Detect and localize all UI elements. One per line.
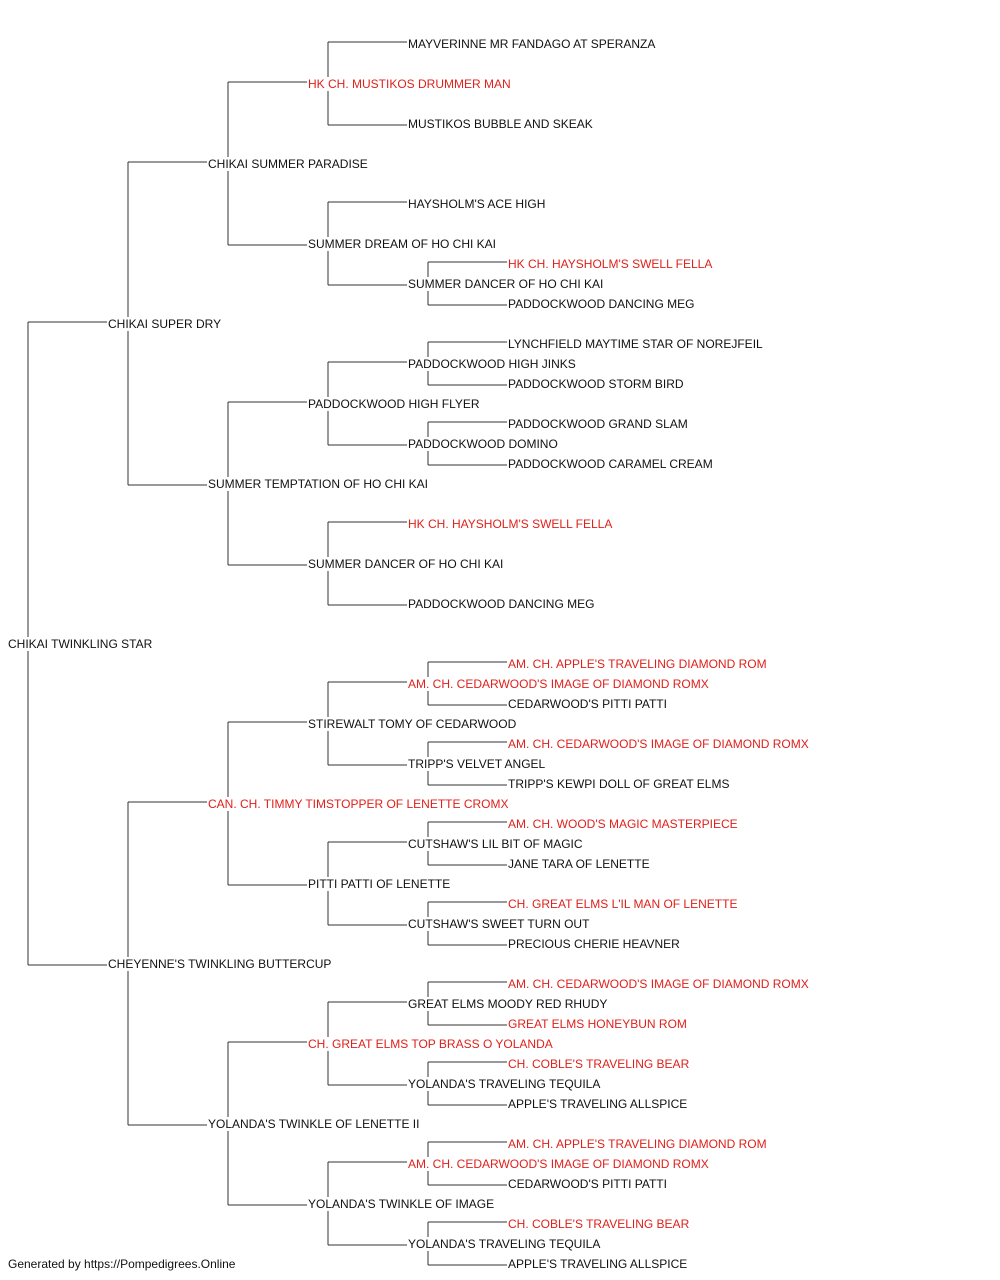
dog-name[interactable]: CH. COBLE'S TRAVELING BEAR bbox=[507, 1057, 691, 1071]
dog-name[interactable]: CHIKAI TWINKLING STAR bbox=[7, 637, 154, 651]
dog-name[interactable]: AM. CH. CEDARWOOD'S IMAGE OF DIAMOND ROM… bbox=[507, 977, 810, 991]
dog-name[interactable]: AM. CH. APPLE'S TRAVELING DIAMOND ROM bbox=[507, 657, 768, 671]
dog-name[interactable]: PADDOCKWOOD CARAMEL CREAM bbox=[507, 457, 714, 471]
dog-name[interactable]: HK CH. MUSTIKOS DRUMMER MAN bbox=[307, 77, 512, 91]
dog-name[interactable]: PADDOCKWOOD HIGH JINKS bbox=[407, 357, 577, 371]
dog-name[interactable]: PADDOCKWOOD GRAND SLAM bbox=[507, 417, 689, 431]
dog-name[interactable]: CHIKAI SUMMER PARADISE bbox=[207, 157, 369, 171]
dog-name[interactable]: CEDARWOOD'S PITTI PATTI bbox=[507, 697, 668, 711]
dog-name[interactable]: SUMMER DREAM OF HO CHI KAI bbox=[307, 237, 498, 251]
dog-name[interactable]: PADDOCKWOOD HIGH FLYER bbox=[307, 397, 481, 411]
dog-name[interactable]: MAYVERINNE MR FANDAGO AT SPERANZA bbox=[407, 37, 657, 51]
dog-name[interactable]: JANE TARA OF LENETTE bbox=[507, 857, 651, 871]
dog-name[interactable]: HK CH. HAYSHOLM'S SWELL FELLA bbox=[507, 257, 714, 271]
dog-name[interactable]: GREAT ELMS MOODY RED RHUDY bbox=[407, 997, 609, 1011]
dog-name[interactable]: CH. GREAT ELMS TOP BRASS O YOLANDA bbox=[307, 1037, 554, 1051]
dog-name[interactable]: CHIKAI SUPER DRY bbox=[107, 317, 223, 331]
generated-by-footer: Generated by https://Pompedigrees.Online bbox=[8, 1257, 236, 1271]
dog-name[interactable]: AM. CH. WOOD'S MAGIC MASTERPIECE bbox=[507, 817, 739, 831]
dog-name[interactable]: YOLANDA'S TWINKLE OF IMAGE bbox=[307, 1197, 496, 1211]
dog-name[interactable]: PADDOCKWOOD DANCING MEG bbox=[407, 597, 596, 611]
dog-name[interactable]: CH. GREAT ELMS L'IL MAN OF LENETTE bbox=[507, 897, 739, 911]
dog-name[interactable]: APPLE'S TRAVELING ALLSPICE bbox=[507, 1097, 689, 1111]
dog-name[interactable]: CAN. CH. TIMMY TIMSTOPPER OF LENETTE CRO… bbox=[207, 797, 510, 811]
dog-name[interactable]: SUMMER DANCER OF HO CHI KAI bbox=[407, 277, 605, 291]
dog-name[interactable]: YOLANDA'S TRAVELING TEQUILA bbox=[407, 1237, 602, 1251]
dog-name[interactable]: SUMMER TEMPTATION OF HO CHI KAI bbox=[207, 477, 430, 491]
dog-name[interactable]: YOLANDA'S TRAVELING TEQUILA bbox=[407, 1077, 602, 1091]
dog-name[interactable]: CUTSHAW'S LIL BIT OF MAGIC bbox=[407, 837, 584, 851]
dog-name[interactable]: STIREWALT TOMY OF CEDARWOOD bbox=[307, 717, 518, 731]
dog-name[interactable]: TRIPP'S KEWPI DOLL OF GREAT ELMS bbox=[507, 777, 731, 791]
dog-name[interactable]: PITTI PATTI OF LENETTE bbox=[307, 877, 452, 891]
dog-name[interactable]: APPLE'S TRAVELING ALLSPICE bbox=[507, 1257, 689, 1271]
dog-name[interactable]: AM. CH. CEDARWOOD'S IMAGE OF DIAMOND ROM… bbox=[507, 737, 810, 751]
dog-name[interactable]: AM. CH. CEDARWOOD'S IMAGE OF DIAMOND ROM… bbox=[407, 677, 710, 691]
dog-name[interactable]: AM. CH. CEDARWOOD'S IMAGE OF DIAMOND ROM… bbox=[407, 1157, 710, 1171]
dog-name[interactable]: HK CH. HAYSHOLM'S SWELL FELLA bbox=[407, 517, 614, 531]
dog-name[interactable]: PRECIOUS CHERIE HEAVNER bbox=[507, 937, 681, 951]
dog-name[interactable]: CH. COBLE'S TRAVELING BEAR bbox=[507, 1217, 691, 1231]
dog-name[interactable]: GREAT ELMS HONEYBUN ROM bbox=[507, 1017, 688, 1031]
dog-name[interactable]: CEDARWOOD'S PITTI PATTI bbox=[507, 1177, 668, 1191]
dog-name[interactable]: TRIPP'S VELVET ANGEL bbox=[407, 757, 547, 771]
dog-name[interactable]: HAYSHOLM'S ACE HIGH bbox=[407, 197, 547, 211]
dog-name[interactable]: MUSTIKOS BUBBLE AND SKEAK bbox=[407, 117, 594, 131]
dog-name[interactable]: CHEYENNE'S TWINKLING BUTTERCUP bbox=[107, 957, 333, 971]
dog-name[interactable]: PADDOCKWOOD DOMINO bbox=[407, 437, 559, 451]
dog-name[interactable]: AM. CH. APPLE'S TRAVELING DIAMOND ROM bbox=[507, 1137, 768, 1151]
dog-name[interactable]: PADDOCKWOOD DANCING MEG bbox=[507, 297, 696, 311]
dog-name[interactable]: SUMMER DANCER OF HO CHI KAI bbox=[307, 557, 505, 571]
dog-name[interactable]: LYNCHFIELD MAYTIME STAR OF NOREJFEIL bbox=[507, 337, 764, 351]
dog-name[interactable]: YOLANDA'S TWINKLE OF LENETTE II bbox=[207, 1117, 421, 1131]
dog-name[interactable]: PADDOCKWOOD STORM BIRD bbox=[507, 377, 685, 391]
dog-name[interactable]: CUTSHAW'S SWEET TURN OUT bbox=[407, 917, 591, 931]
